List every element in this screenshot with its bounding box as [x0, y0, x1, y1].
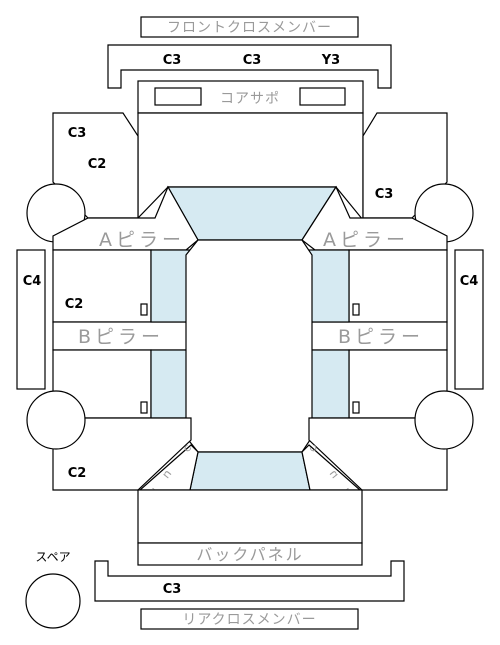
- front-bumper-reinforcement[interactable]: [107, 44, 392, 89]
- front-cross-member[interactable]: [140, 16, 359, 38]
- spare-tire[interactable]: [25, 573, 81, 629]
- b-pillar-left-label: Bピラー: [78, 326, 164, 348]
- code-front-left-inner: C2: [88, 157, 107, 172]
- code-front-left: C3: [163, 53, 182, 68]
- a-pillar-right-label: Aピラー: [323, 229, 409, 251]
- rear-bumper-reinforcement[interactable]: [94, 560, 405, 602]
- window-rear-right[interactable]: [308, 349, 350, 419]
- rear-cross-member[interactable]: [140, 608, 359, 630]
- rear-window[interactable]: [189, 451, 311, 491]
- front-door-right[interactable]: [348, 249, 448, 323]
- code-side-left: C4: [23, 274, 42, 289]
- code-front-right-fender: C3: [375, 187, 394, 202]
- code-front-left-upper: C3: [68, 126, 87, 141]
- a-pillar-right[interactable]: [301, 185, 448, 251]
- rear-wheel-left[interactable]: [26, 390, 86, 450]
- code-rocker-left: C2: [65, 297, 84, 312]
- door-handle-front-left[interactable]: [140, 303, 148, 316]
- rear-quarter-left[interactable]: [52, 417, 192, 491]
- a-pillar-left-label: Aピラー: [99, 229, 185, 251]
- b-pillar-right-label: Bピラー: [338, 326, 424, 348]
- headlight-right[interactable]: [299, 87, 346, 106]
- window-front-left[interactable]: [150, 249, 192, 323]
- code-front-right: Y3: [321, 53, 340, 68]
- window-rear-left[interactable]: [150, 349, 192, 419]
- core-support-label: コアサポ: [220, 91, 280, 107]
- trunk-lid[interactable]: [137, 489, 363, 544]
- headlight-left[interactable]: [154, 87, 202, 106]
- window-front-right[interactable]: [308, 249, 350, 323]
- code-side-right: C4: [460, 274, 479, 289]
- spare-label: スペア: [35, 550, 70, 564]
- side-sill-right[interactable]: [454, 249, 484, 390]
- side-sill-left[interactable]: [16, 249, 46, 390]
- door-handle-rear-left[interactable]: [140, 401, 148, 414]
- back-panel[interactable]: [137, 542, 363, 566]
- door-handle-front-right[interactable]: [352, 303, 360, 316]
- code-front-center: C3: [243, 53, 262, 68]
- roof[interactable]: [185, 239, 313, 453]
- b-pillar-right[interactable]: [308, 321, 448, 351]
- code-rear-left-quarter: C2: [68, 466, 87, 481]
- code-rear-cross: C3: [163, 582, 182, 597]
- a-pillar-left[interactable]: [52, 185, 199, 251]
- back-panel-label: バックパネル: [196, 545, 303, 564]
- door-handle-rear-right[interactable]: [352, 401, 360, 414]
- rear-cross-member-label: リアクロスメンバー: [182, 612, 316, 628]
- rear-wheel-right[interactable]: [414, 390, 474, 450]
- front-cross-member-label: フロントクロスメンバー: [167, 20, 332, 36]
